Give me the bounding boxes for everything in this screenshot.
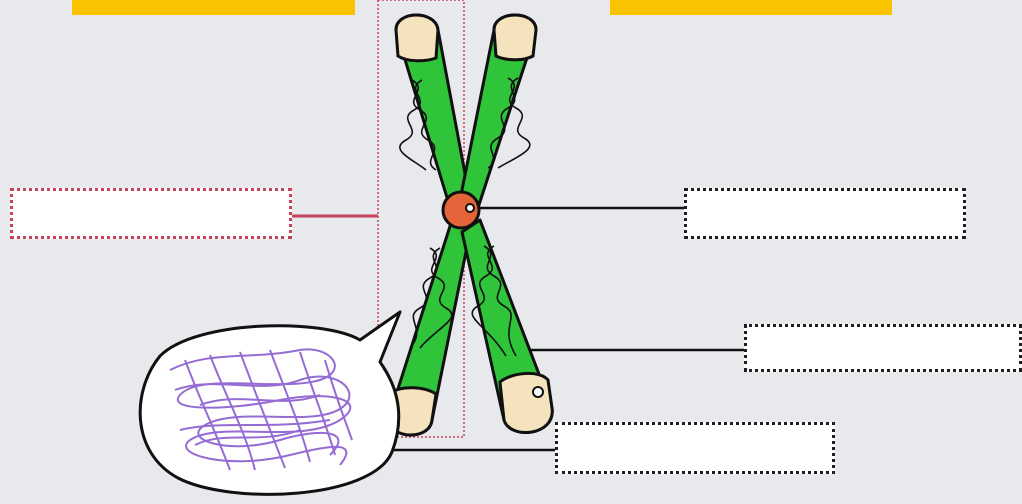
- chromatin-label-box[interactable]: [555, 422, 835, 474]
- upper-right-arm: [460, 15, 536, 214]
- upper-left-arm: [396, 15, 470, 214]
- centromere-label-box[interactable]: [684, 188, 966, 239]
- dna-label-box[interactable]: [744, 324, 1022, 372]
- chromatin-zoom-bubble: [140, 312, 400, 494]
- lower-left-arm: [388, 220, 470, 435]
- centromere: [443, 192, 479, 228]
- chromatid-label-box[interactable]: [10, 188, 292, 239]
- lower-right-arm: [462, 220, 552, 433]
